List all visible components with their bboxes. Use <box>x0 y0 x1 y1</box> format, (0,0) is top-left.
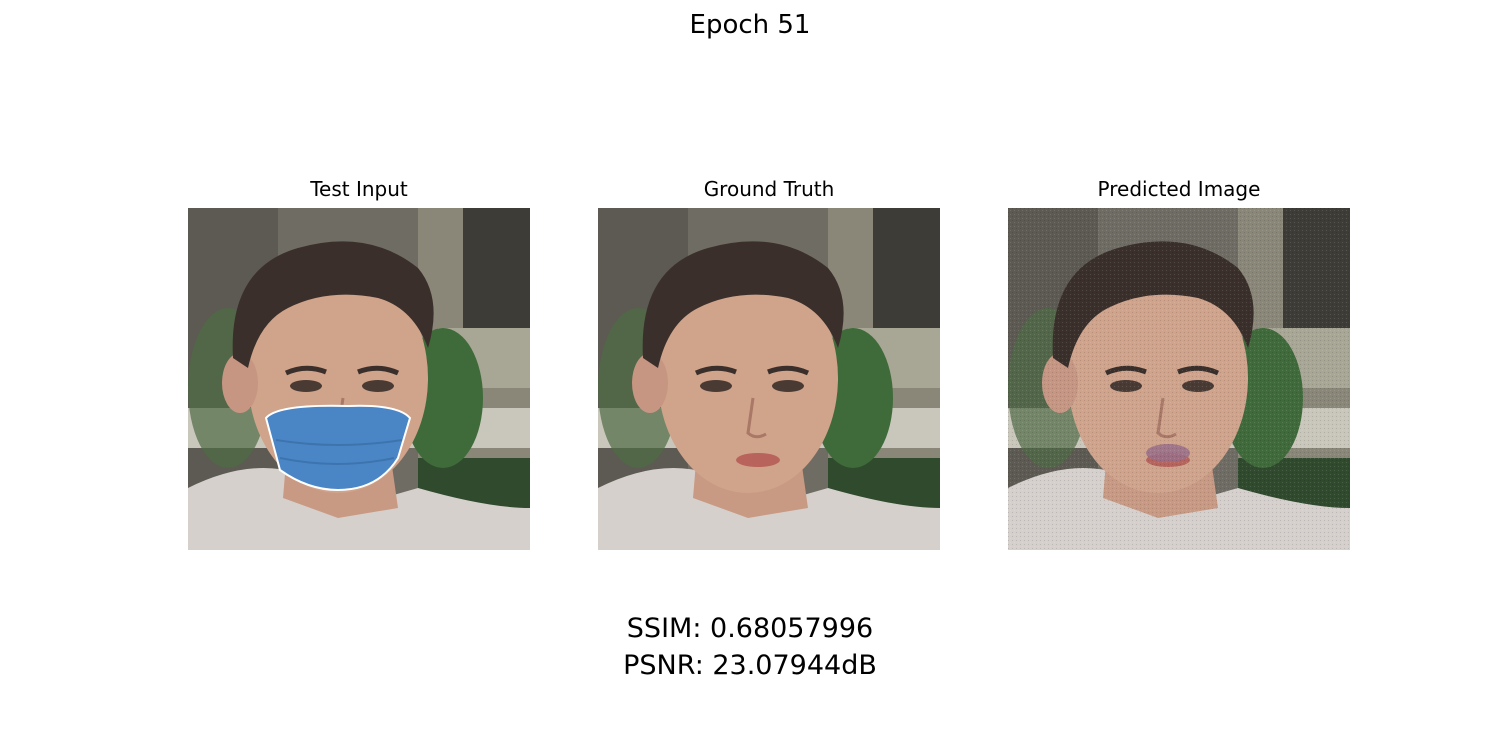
face-mask-overlay <box>264 404 412 492</box>
test-input-image <box>188 208 530 550</box>
psnr-metric: PSNR: 23.07944dB <box>623 650 877 681</box>
figure-title: Epoch 51 <box>689 10 811 40</box>
panel-predicted-image: Predicted Image <box>1008 176 1350 550</box>
ssim-metric: SSIM: 0.68057996 <box>626 613 874 644</box>
predicted-image <box>1008 208 1350 550</box>
panel-test-input: Test Input <box>188 176 530 550</box>
panel-title: Ground Truth <box>703 177 835 201</box>
ground-truth-image <box>598 208 940 550</box>
panel-title: Predicted Image <box>1097 177 1261 201</box>
panel-ground-truth: Ground Truth <box>598 176 940 550</box>
metrics: SSIM: 0.68057996 PSNR: 23.07944dB <box>0 610 1500 684</box>
panel-title: Test Input <box>310 177 408 201</box>
